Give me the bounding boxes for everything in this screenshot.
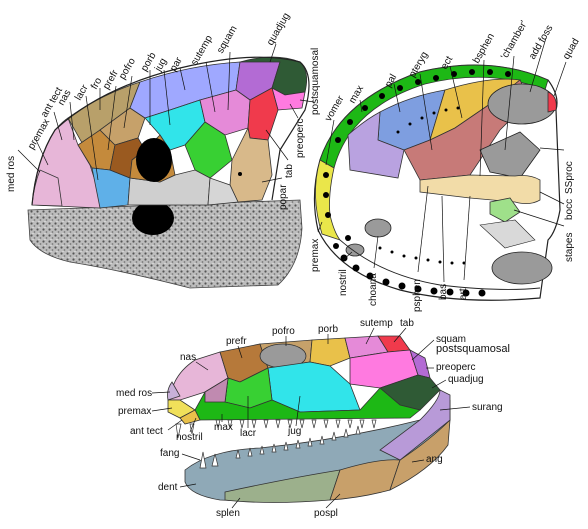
label-b-tab: tab [400,318,414,329]
label-quad: quad [561,37,582,62]
lower-tooth-row [333,235,486,297]
skull-mandible-panel: nas prefr pofro porb sutemp tab squam po… [116,318,510,519]
label-b-pofro: pofro [272,326,295,337]
lower-jaw-teeth [199,425,361,469]
label-b-surang: surang [472,402,503,413]
small-foramen [238,172,242,176]
b-pink-bone [204,377,229,403]
label-b-nas: nas [180,352,196,363]
label-b-premax: premax [118,406,151,417]
label-sutemp: sutemp [189,33,215,67]
nostril [345,243,365,257]
label-fro: fro [89,76,105,92]
lateral-skull-panel: med ros premax ant tect nas lacr fro pre… [6,11,321,289]
palatal-skull-panel: max vomer pal pteryg ect bsphen 'chamber… [310,19,582,312]
lower-max-band [339,239,541,290]
lavender-bone [347,111,405,179]
grey-cheek-bone [207,177,239,206]
quad-bone [547,91,557,113]
label-postsquamosal: postsquamosal [310,48,321,115]
label-tab: tab [284,164,295,178]
label-b-postsquamosal: postsquamosal [436,343,510,355]
stapes-bone [489,197,521,223]
label-b-ant-tect: ant tect [130,426,163,437]
label-b-med-ros: med ros [116,388,152,399]
label-b-splen: splen [216,508,240,519]
vomer-band [315,159,342,241]
orbit-hole [136,138,172,182]
label-b-jug: jug [287,426,301,437]
pofro-bone [99,107,146,146]
label-b-squam: squam [436,334,466,345]
bsphen-bone [419,174,541,204]
label-b-quadjug: quadjug [448,374,484,385]
upper-tooth-row [323,69,511,218]
label-popar: popar [278,184,289,210]
label-stapes: stapes [564,233,575,262]
label-b-max: max [214,422,233,433]
label-b-preoperc: preoperc [436,362,475,373]
label-pofro: pofro [117,56,138,82]
upper-jaw-teeth [175,419,377,439]
label-ssproc: SSproc [564,161,575,194]
inner-tooth-row [378,106,466,265]
lower-chamber [479,219,536,249]
label-bas: bas [438,284,449,300]
label-chamber: 'chamber' [499,19,530,62]
label-b-ang: ang [426,454,443,465]
b-medros-bone [167,381,181,401]
chamber [479,131,541,179]
label-b-lacr: lacr [240,428,257,439]
label-premax: premax [310,239,321,272]
label-nostril: nostril [338,269,349,296]
label-squam: squam [215,24,240,55]
label-preoperc: preoperc [295,119,306,158]
label-choana: choana [368,273,379,306]
lateral-mandible-labels: nas prefr pofro porb sutemp tab squam po… [116,318,510,519]
label-b-sutemp: sutemp [360,318,393,329]
add-foss [487,83,557,125]
label-med-ros: med ros [6,156,17,192]
skull-outline [31,56,310,206]
label-b-pospl: pospl [314,508,338,519]
label-prefr: prefr [101,68,121,92]
label-b-porb: porb [318,324,338,335]
label-add-foss: add foss [527,23,555,61]
label-psphen: psphen [412,279,423,312]
label-bocc: bocc [564,199,575,220]
surang-bone [379,389,451,461]
label-b-nostril: nostril [176,432,203,443]
fossil-orbit [132,201,174,235]
b-porb-bone [309,337,351,367]
label-b-fang: fang [160,448,179,459]
label-art: art [458,288,469,300]
label-quadjug: quadjug [265,11,292,47]
label-b-prefr: prefr [226,336,247,347]
label-b-dent: dent [158,482,178,493]
lower-fossa [491,251,553,285]
fossil-photo [27,199,303,289]
ang-bone [389,418,451,491]
choana [364,218,392,238]
